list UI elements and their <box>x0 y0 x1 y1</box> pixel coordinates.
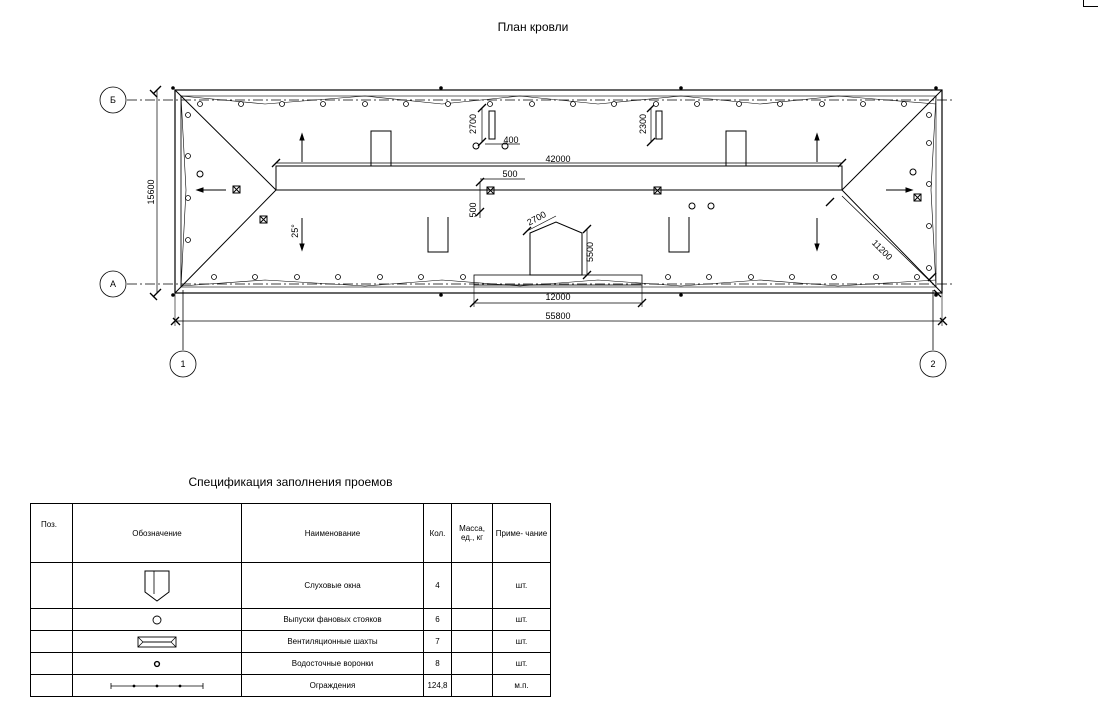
corner-mark <box>1083 0 1098 7</box>
page-title: План кровли <box>497 20 569 34</box>
dormer-gable <box>529 221 583 276</box>
row-qty: 124,8 <box>423 674 452 697</box>
row-name: Слуховые окна <box>241 562 424 609</box>
slope-arrow-right <box>886 187 914 193</box>
vent-shaft-icon <box>72 630 242 653</box>
roof-inner-outline <box>180 95 937 288</box>
row-note: м.п. <box>492 674 551 697</box>
ridge <box>275 165 843 191</box>
row-qty: 7 <box>423 630 452 653</box>
row-note: шт. <box>492 630 551 653</box>
axis-label-b: Б <box>110 95 116 105</box>
dim-line-hip <box>841 195 937 288</box>
spec-table: Поз. Обозначение Наименование Кол. Масса… <box>30 503 551 697</box>
header-name: Наименование <box>241 503 424 563</box>
railing-left <box>180 95 187 288</box>
row-qty: 8 <box>423 652 452 675</box>
axis-bubble-b <box>99 86 127 114</box>
railing-top <box>180 95 937 105</box>
vent-pipe-1 <box>196 170 204 178</box>
vent-pipe-6 <box>909 168 917 176</box>
table-row: Выпуски фановых стояков 6 шт. <box>30 608 551 631</box>
dim-total-length: 55800 <box>545 311 570 321</box>
vent-box-4 <box>653 186 662 195</box>
header-designation: Обозначение <box>72 503 242 563</box>
vent-box-5 <box>913 193 922 202</box>
railing-icon <box>72 674 242 697</box>
hip-left <box>174 89 277 294</box>
slope-label: 25° <box>290 224 300 238</box>
header-mass: Масса, ед., кг <box>451 503 493 563</box>
dim-dormer-width: 2700 <box>525 209 547 227</box>
drain-funnels <box>171 86 938 297</box>
perimeter-markers <box>185 101 932 280</box>
spec-header-row: Поз. Обозначение Наименование Кол. Масса… <box>30 503 551 563</box>
row-qty: 6 <box>423 608 452 631</box>
axis-bubble-a <box>99 270 127 298</box>
axis-label-1: 1 <box>180 359 185 369</box>
table-row: Слуховые окна 4 шт. <box>30 562 551 609</box>
bottom-section <box>473 274 643 286</box>
vent-box-3 <box>486 186 495 195</box>
vent-pipe-circle-icon <box>72 608 242 631</box>
dim-hip: 11200 <box>870 238 894 262</box>
dim-ridge-offset-v: 500 <box>468 202 478 217</box>
vent-box-1 <box>232 185 241 194</box>
dim-total-width: 15600 <box>146 179 156 204</box>
hip-right <box>841 89 943 294</box>
table-row: Вентиляционные шахты 7 шт. <box>30 630 551 653</box>
axis-bubble-1 <box>169 350 197 378</box>
row-note: шт. <box>492 652 551 675</box>
row-note: шт. <box>492 562 551 609</box>
railing-bottom <box>180 279 937 287</box>
vent-box-2 <box>259 215 268 224</box>
slope-arrow-1 <box>299 132 305 162</box>
dormer-window-4 <box>668 217 690 253</box>
row-name: Ограждения <box>241 674 424 697</box>
row-qty: 4 <box>423 562 452 609</box>
dormer-window-3 <box>427 217 449 253</box>
dim-ticks <box>149 85 948 326</box>
dim-bottom-section: 12000 <box>545 292 570 302</box>
slope-arrow-4 <box>814 218 820 252</box>
table-row: Ограждения 124,8 м.п. <box>30 674 551 697</box>
axis-label-a: А <box>110 279 116 289</box>
header-pos: Поз. <box>30 503 73 563</box>
axis-bubble-2 <box>919 350 947 378</box>
railing-right <box>930 95 937 288</box>
row-name: Вентиляционные шахты <box>241 630 424 653</box>
dim-ridge: 42000 <box>545 154 570 164</box>
vent-shaft-1 <box>488 110 496 140</box>
dim-dormer-depth: 5500 <box>585 242 595 262</box>
axis-label-2: 2 <box>930 359 935 369</box>
dim-ridge-offset-h: 500 <box>502 169 517 179</box>
slope-arrow-left <box>195 187 226 193</box>
header-note: Приме- чание <box>492 503 551 563</box>
row-note: шт. <box>492 608 551 631</box>
vent-pipe-2 <box>472 142 480 150</box>
slope-arrow-2 <box>299 218 305 252</box>
roof-plan-drawing: Б А 1 2 55800 12000 42000 15600 11200 55… <box>99 85 955 378</box>
dim-vent-1-height: 2700 <box>468 114 478 134</box>
vent-shaft-2 <box>655 110 663 140</box>
header-qty: Кол. <box>423 503 452 563</box>
slope-arrow-3 <box>814 132 820 162</box>
row-name: Выпуски фановых стояков <box>241 608 424 631</box>
drain-funnel-icon <box>72 652 242 675</box>
vent-pipe-5 <box>707 202 715 210</box>
dim-line-dormer-width <box>526 215 557 232</box>
roof-outline <box>174 89 943 294</box>
spec-title: Спецификация заполнения проемов <box>188 475 393 489</box>
vent-pipe-4 <box>688 202 696 210</box>
dim-vent-2-height: 2300 <box>638 114 648 134</box>
row-name: Водосточные воронки <box>241 652 424 675</box>
dormer-window-1 <box>370 130 392 166</box>
dim-vent-width: 400 <box>503 135 518 145</box>
table-row: Водосточные воронки 8 шт. <box>30 652 551 675</box>
dormer-window-icon <box>72 562 242 609</box>
dormer-window-2 <box>725 130 747 166</box>
vent-pipe-3 <box>501 142 509 150</box>
